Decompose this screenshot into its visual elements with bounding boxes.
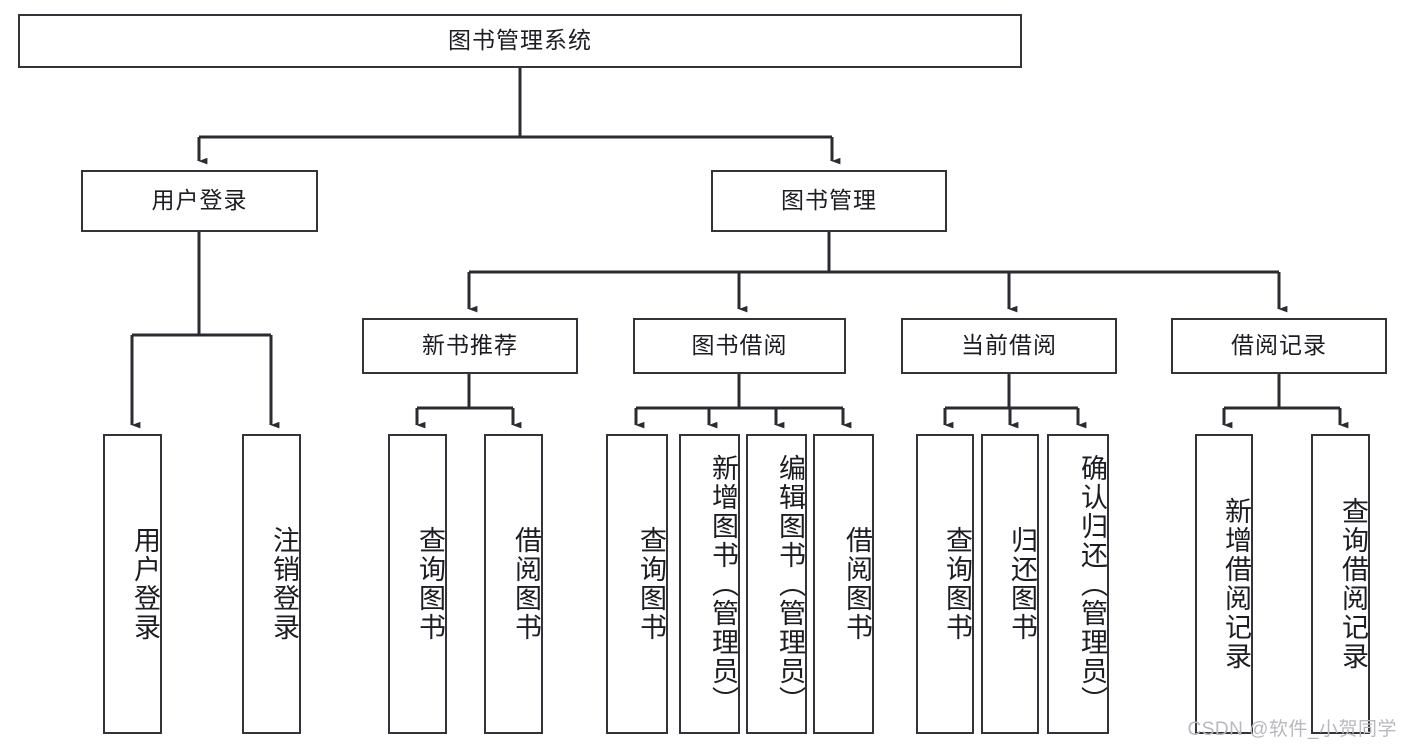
node-leaf-return-book-label: 归还图书 [1007,526,1037,642]
node-leaf-query-book-cur-label: 查询图书 [942,526,972,642]
node-user-login-label: 用户登录 [151,187,248,214]
node-leaf-borrow-book-rec-label: 借阅图书 [511,526,541,642]
node-book-borrow-label: 图书借阅 [691,332,788,359]
node-leaf-user-login[interactable]: 用户登录 [103,434,162,734]
node-leaf-logout-label: 注销登录 [269,526,299,642]
node-leaf-borrow-book-label: 借阅图书 [842,526,872,642]
node-new-book-recommend[interactable]: 新书推荐 [362,318,578,374]
node-root[interactable]: 图书管理系统 [18,14,1022,68]
node-leaf-return-book[interactable]: 归还图书 [981,434,1039,734]
node-current-borrow-label: 当前借阅 [961,332,1057,359]
node-leaf-query-book-borrow[interactable]: 查询图书 [606,434,668,734]
node-leaf-query-borrow-record-label: 查询借阅记录 [1338,497,1368,671]
node-leaf-confirm-return-admin-label: 确认归还（管理员） [1077,453,1107,715]
node-leaf-confirm-return-admin[interactable]: 确认归还（管理员） [1047,434,1109,734]
node-book-borrow[interactable]: 图书借阅 [633,318,846,374]
node-user-login[interactable]: 用户登录 [81,170,318,232]
node-leaf-borrow-book[interactable]: 借阅图书 [813,434,874,734]
watermark: CSDN @软件_小贺同学 [1187,719,1397,740]
node-book-manage-label: 图书管理 [781,187,877,214]
node-leaf-query-borrow-record[interactable]: 查询借阅记录 [1311,434,1370,734]
node-borrow-record[interactable]: 借阅记录 [1171,318,1387,374]
node-leaf-add-book-admin[interactable]: 新增图书（管理员） [679,434,740,734]
node-leaf-edit-book-admin[interactable]: 编辑图书（管理员） [746,434,807,734]
node-new-book-recommend-label: 新书推荐 [422,332,518,359]
node-leaf-query-book-rec-label: 查询图书 [415,526,445,642]
node-book-manage[interactable]: 图书管理 [711,170,947,232]
node-leaf-query-book-rec[interactable]: 查询图书 [388,434,447,734]
node-borrow-record-label: 借阅记录 [1231,332,1327,359]
node-leaf-edit-book-admin-label: 编辑图书（管理员） [775,453,805,715]
node-leaf-add-borrow-record[interactable]: 新增借阅记录 [1195,434,1253,734]
node-current-borrow[interactable]: 当前借阅 [901,318,1117,374]
node-leaf-add-book-admin-label: 新增图书（管理员） [708,453,738,715]
node-leaf-query-book-borrow-label: 查询图书 [636,526,666,642]
node-leaf-logout[interactable]: 注销登录 [242,434,301,734]
node-leaf-user-login-label: 用户登录 [130,526,160,642]
node-root-label: 图书管理系统 [448,27,592,54]
node-leaf-borrow-book-rec[interactable]: 借阅图书 [484,434,543,734]
node-leaf-add-borrow-record-label: 新增借阅记录 [1221,497,1251,671]
node-leaf-query-book-cur[interactable]: 查询图书 [916,434,974,734]
